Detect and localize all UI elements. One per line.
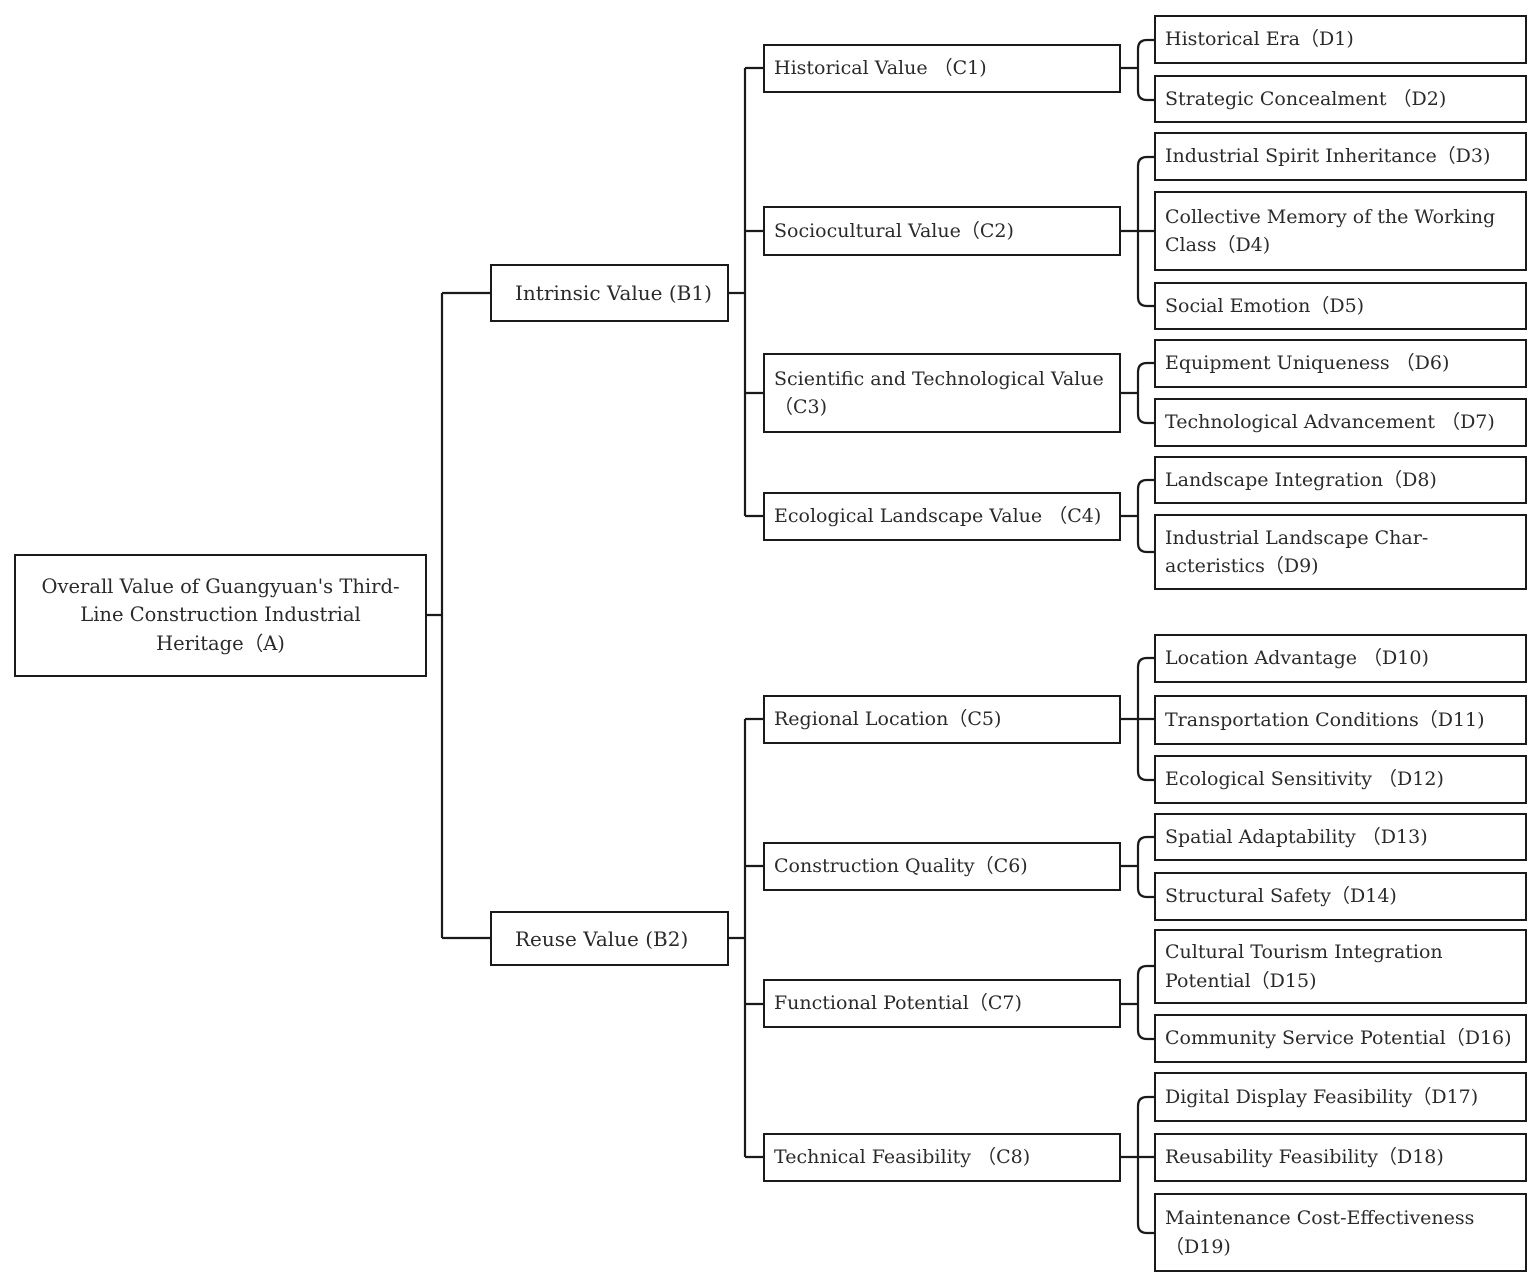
connector-c3-d [1121, 361, 1154, 425]
connector-c8-d [1121, 1095, 1154, 1235]
node-d11-label: Transportation Conditions（D11) [1165, 708, 1485, 731]
connector-a-b [427, 291, 490, 940]
node-d13-spatial-adaptability: Spatial Adaptability （D13) [1154, 813, 1527, 861]
node-c2-label: Sociocultural Value（C2) [774, 219, 1014, 242]
root-node-label: Overall Value of Guangyuan's Third-Line … [41, 575, 400, 655]
node-d10-label: Location Advantage （D10) [1165, 647, 1429, 670]
node-d12-label: Ecological Sensitivity （D12) [1165, 768, 1444, 791]
node-b2-label: Reuse Value (B2) [515, 926, 689, 951]
node-d3-label: Industrial Spirit Inheritance（D3) [1165, 145, 1491, 168]
connector-c2-d [1121, 155, 1154, 308]
node-d7-label: Technological Advancement （D7) [1165, 411, 1495, 434]
connector-c6-d [1121, 835, 1154, 899]
node-c6-label: Construction Quality（C6) [774, 855, 1028, 878]
node-d1-label: Historical Era（D1) [1165, 28, 1354, 51]
node-c5-label: Regional Location（C5) [774, 708, 1002, 731]
node-b1-intrinsic-value: Intrinsic Value (B1) [490, 264, 729, 322]
connector-b2-c [729, 717, 763, 1159]
node-d19-maintenance-cost-effectiveness: Maintenance Cost-Effectiveness（D19) [1154, 1193, 1527, 1272]
node-c1-historical-value: Historical Value （C1) [763, 44, 1121, 93]
connector-c1-d [1121, 38, 1154, 102]
node-d7-technological-advancement: Technological Advancement （D7) [1154, 398, 1527, 447]
node-d4-label: Collective Memory of the Working Class（D… [1165, 205, 1496, 257]
node-c1-label: Historical Value （C1) [774, 57, 987, 80]
node-c7-functional-potential: Functional Potential（C7) [763, 979, 1121, 1028]
node-d14-label: Structural Safety（D14) [1165, 885, 1397, 908]
node-d5-social-emotion: Social Emotion（D5) [1154, 282, 1527, 330]
node-d12-ecological-sensitivity: Ecological Sensitivity （D12) [1154, 755, 1527, 804]
node-d8-label: Landscape Integration（D8) [1165, 468, 1437, 491]
node-d17-label: Digital Display Feasibility（D17) [1165, 1085, 1479, 1108]
node-c5-regional-location: Regional Location（C5) [763, 695, 1121, 744]
node-d15-cultural-tourism-integration: Cultural Tourism Integration Potential（D… [1154, 929, 1527, 1004]
node-d8-landscape-integration: Landscape Integration（D8) [1154, 456, 1527, 504]
node-c8-technical-feasibility: Technical Feasibility （C8) [763, 1133, 1121, 1182]
node-d9-industrial-landscape-characteristics: Industrial Landscape Char-acteristics（D9… [1154, 514, 1527, 590]
connector-c4-d [1121, 478, 1154, 554]
connector-b1-c [729, 66, 763, 518]
connector-c5-d [1121, 656, 1154, 782]
connector-c7-d [1121, 964, 1154, 1041]
node-d18-label: Reusability Feasibility（D18) [1165, 1146, 1444, 1169]
node-d16-label: Community Service Potential（D16) [1165, 1027, 1512, 1050]
node-d10-location-advantage: Location Advantage （D10) [1154, 634, 1527, 683]
node-d17-digital-display-feasibility: Digital Display Feasibility（D17) [1154, 1072, 1527, 1122]
node-d6-label: Equipment Uniqueness （D6) [1165, 352, 1450, 375]
node-d9-label: Industrial Landscape Char-acteristics（D9… [1165, 526, 1429, 578]
node-d6-equipment-uniqueness: Equipment Uniqueness （D6) [1154, 339, 1527, 388]
node-c4-label: Ecological Landscape Value （C4) [774, 505, 1102, 528]
node-d13-label: Spatial Adaptability （D13) [1165, 825, 1428, 848]
node-b1-label: Intrinsic Value (B1) [515, 281, 712, 305]
node-d18-reusability-feasibility: Reusability Feasibility（D18) [1154, 1133, 1527, 1182]
node-d5-label: Social Emotion（D5) [1165, 294, 1365, 317]
node-b2-reuse-value: Reuse Value (B2) [490, 911, 729, 966]
node-c7-label: Functional Potential（C7) [774, 992, 1022, 1015]
node-d11-transportation-conditions: Transportation Conditions（D11) [1154, 695, 1527, 745]
node-c4-ecological-landscape-value: Ecological Landscape Value （C4) [763, 492, 1121, 541]
node-d15-label: Cultural Tourism Integration Potential（D… [1165, 941, 1443, 992]
root-node: Overall Value of Guangyuan's Third-Line … [14, 554, 427, 677]
node-d3-industrial-spirit-inheritance: Industrial Spirit Inheritance（D3) [1154, 132, 1527, 181]
node-d16-community-service-potential: Community Service Potential（D16) [1154, 1014, 1527, 1063]
node-d2-label: Strategic Concealment （D2) [1165, 87, 1447, 110]
node-d1-historical-era: Historical Era（D1) [1154, 15, 1527, 64]
node-d4-collective-memory: Collective Memory of the Working Class（D… [1154, 191, 1527, 271]
node-c3-scientific-technological-value: Scientific and Technological Value（C3) [763, 353, 1121, 433]
node-d2-strategic-concealment: Strategic Concealment （D2) [1154, 75, 1527, 123]
node-c3-label: Scientific and Technological Value（C3) [774, 367, 1104, 419]
node-c6-construction-quality: Construction Quality（C6) [763, 842, 1121, 891]
node-d14-structural-safety: Structural Safety（D14) [1154, 872, 1527, 921]
node-d19-label: Maintenance Cost-Effectiveness（D19) [1165, 1207, 1475, 1258]
node-c2-sociocultural-value: Sociocultural Value（C2) [763, 206, 1121, 256]
node-c8-label: Technical Feasibility （C8) [774, 1146, 1031, 1169]
